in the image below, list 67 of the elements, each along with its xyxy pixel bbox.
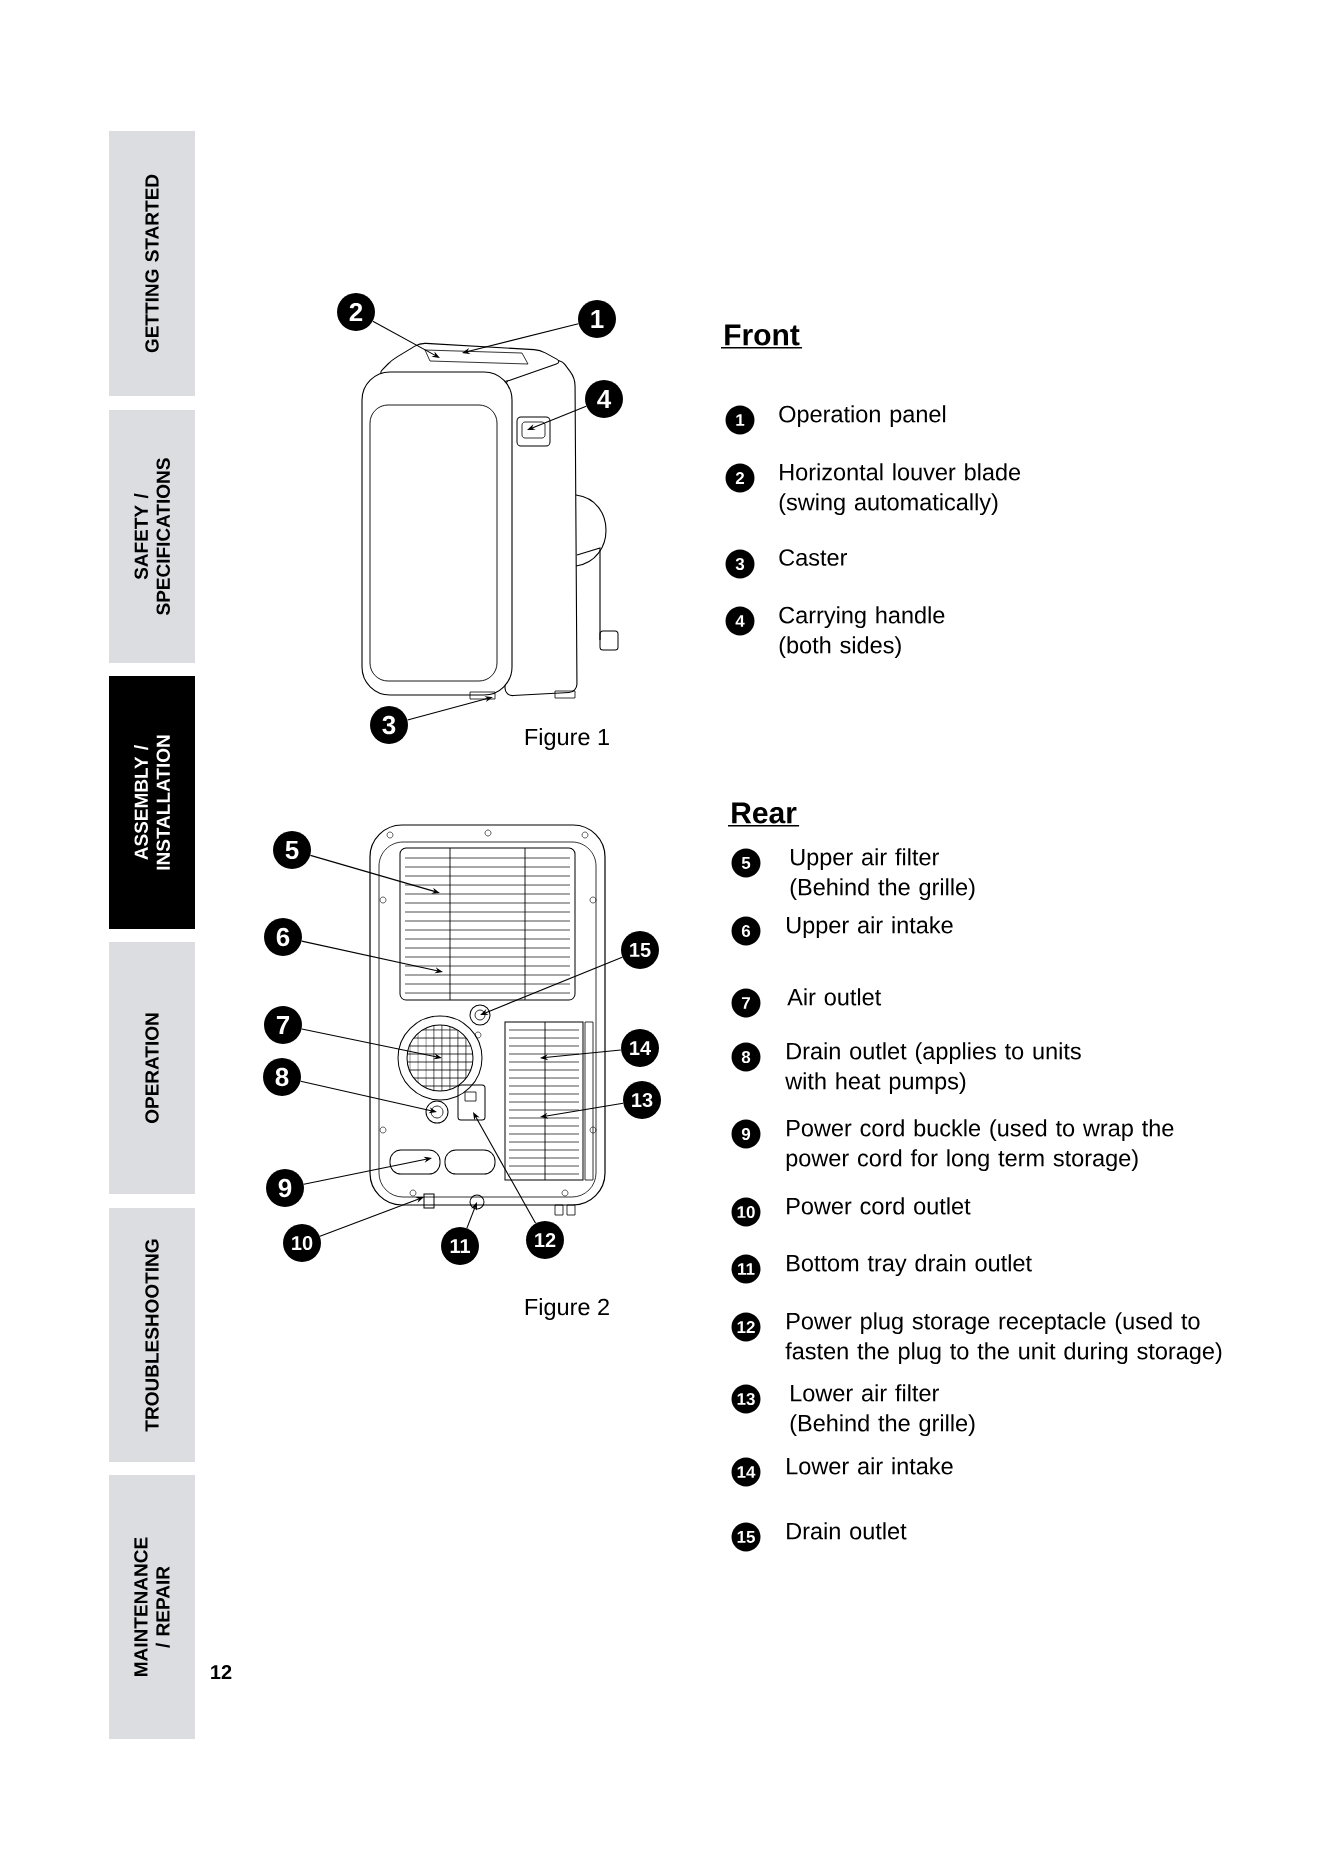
description-text: Upper air filter (Behind the grille) bbox=[790, 848, 975, 901]
callout-number: 11 bbox=[731, 1254, 761, 1284]
callout-number: 2 bbox=[337, 293, 375, 331]
callout-number: 6 bbox=[264, 918, 302, 956]
leader-line bbox=[480, 956, 623, 1015]
callout-number: 14 bbox=[621, 1029, 659, 1067]
description-text: Horizontal louver blade (swing automatically) bbox=[779, 463, 1021, 516]
figure-caption: Figure 1 bbox=[525, 728, 609, 750]
callout-number: 8 bbox=[731, 1042, 761, 1072]
leader-line bbox=[466, 1202, 477, 1229]
section-tab: GETTING STARTED bbox=[109, 131, 195, 396]
section-tab: ASSEMBLY / INSTALLATION bbox=[109, 676, 195, 929]
figure-caption: Figure 2 bbox=[525, 1298, 609, 1320]
leader-line bbox=[473, 1112, 537, 1224]
leader-line bbox=[319, 1197, 424, 1237]
description-text: Carrying handle (both sides) bbox=[779, 606, 945, 659]
description-text: Power cord outlet bbox=[787, 1197, 971, 1215]
section-tab: SAFETY / SPECIFICATIONS bbox=[109, 410, 195, 663]
callout-number: 13 bbox=[623, 1081, 661, 1119]
callout-number: 4 bbox=[725, 606, 755, 636]
callout-number: 15 bbox=[731, 1522, 761, 1552]
callout-number: 6 bbox=[731, 916, 761, 946]
callout-number: 4 bbox=[585, 380, 623, 418]
leader-line bbox=[462, 323, 579, 354]
callout-number: 7 bbox=[731, 988, 761, 1018]
description-text: Operation panel bbox=[779, 405, 946, 428]
description-text: Power cord buckle (used to wrap the power cord for long term storage) bbox=[786, 1119, 1174, 1172]
leader-line bbox=[303, 1156, 432, 1185]
leader-line bbox=[527, 405, 587, 430]
callout-number: 5 bbox=[273, 831, 311, 869]
description-text: Upper air intake bbox=[787, 916, 953, 939]
description-text: Lower air intake bbox=[787, 1457, 953, 1475]
callout-number: 10 bbox=[731, 1197, 761, 1227]
callout-number: 1 bbox=[725, 405, 755, 435]
leader-line bbox=[301, 1028, 442, 1060]
callout-number: 3 bbox=[725, 549, 755, 579]
callout-number: 12 bbox=[731, 1312, 761, 1342]
section-tab: OPERATION bbox=[109, 942, 195, 1194]
description-text: Caster bbox=[779, 549, 847, 566]
callout-number: 14 bbox=[731, 1457, 761, 1487]
description-text: Air outlet bbox=[787, 988, 882, 1006]
callout-number: 13 bbox=[731, 1384, 761, 1414]
callout-number: 9 bbox=[731, 1119, 761, 1149]
section-tab: MAINTENANCE / REPAIR bbox=[109, 1475, 195, 1739]
description-text: Drain outlet bbox=[787, 1522, 907, 1540]
callout-number: 3 bbox=[370, 706, 408, 744]
description-text: Power plug storage receptacle (used to fasten the plug to the unit during storage) bbox=[785, 1312, 1222, 1365]
description-text: Bottom tray drain outlet bbox=[787, 1254, 1032, 1277]
callout-number: 9 bbox=[266, 1169, 304, 1207]
leader-line bbox=[309, 854, 440, 894]
leader-line bbox=[372, 320, 440, 358]
callout-number: 2 bbox=[725, 463, 755, 493]
section-heading: Rear bbox=[727, 802, 800, 827]
callout-number: 12 bbox=[526, 1221, 564, 1259]
callout-number: 10 bbox=[283, 1224, 321, 1262]
description-text: Lower air filter (Behind the grille) bbox=[790, 1384, 975, 1437]
leader-line bbox=[407, 696, 493, 721]
callout-number: 5 bbox=[731, 848, 761, 878]
callout-number: 1 bbox=[578, 300, 616, 338]
section-tab: TROUBLESHOOTING bbox=[109, 1208, 195, 1462]
callout-number: 7 bbox=[264, 1006, 302, 1044]
callout-number: 8 bbox=[263, 1058, 301, 1096]
description-text: Drain outlet (applies to units with heat pumps) bbox=[785, 1042, 1081, 1095]
page-number: 12 bbox=[211, 1665, 232, 1679]
section-heading: Front bbox=[720, 324, 803, 349]
callout-number: 11 bbox=[441, 1227, 479, 1265]
callout-number: 15 bbox=[621, 931, 659, 969]
